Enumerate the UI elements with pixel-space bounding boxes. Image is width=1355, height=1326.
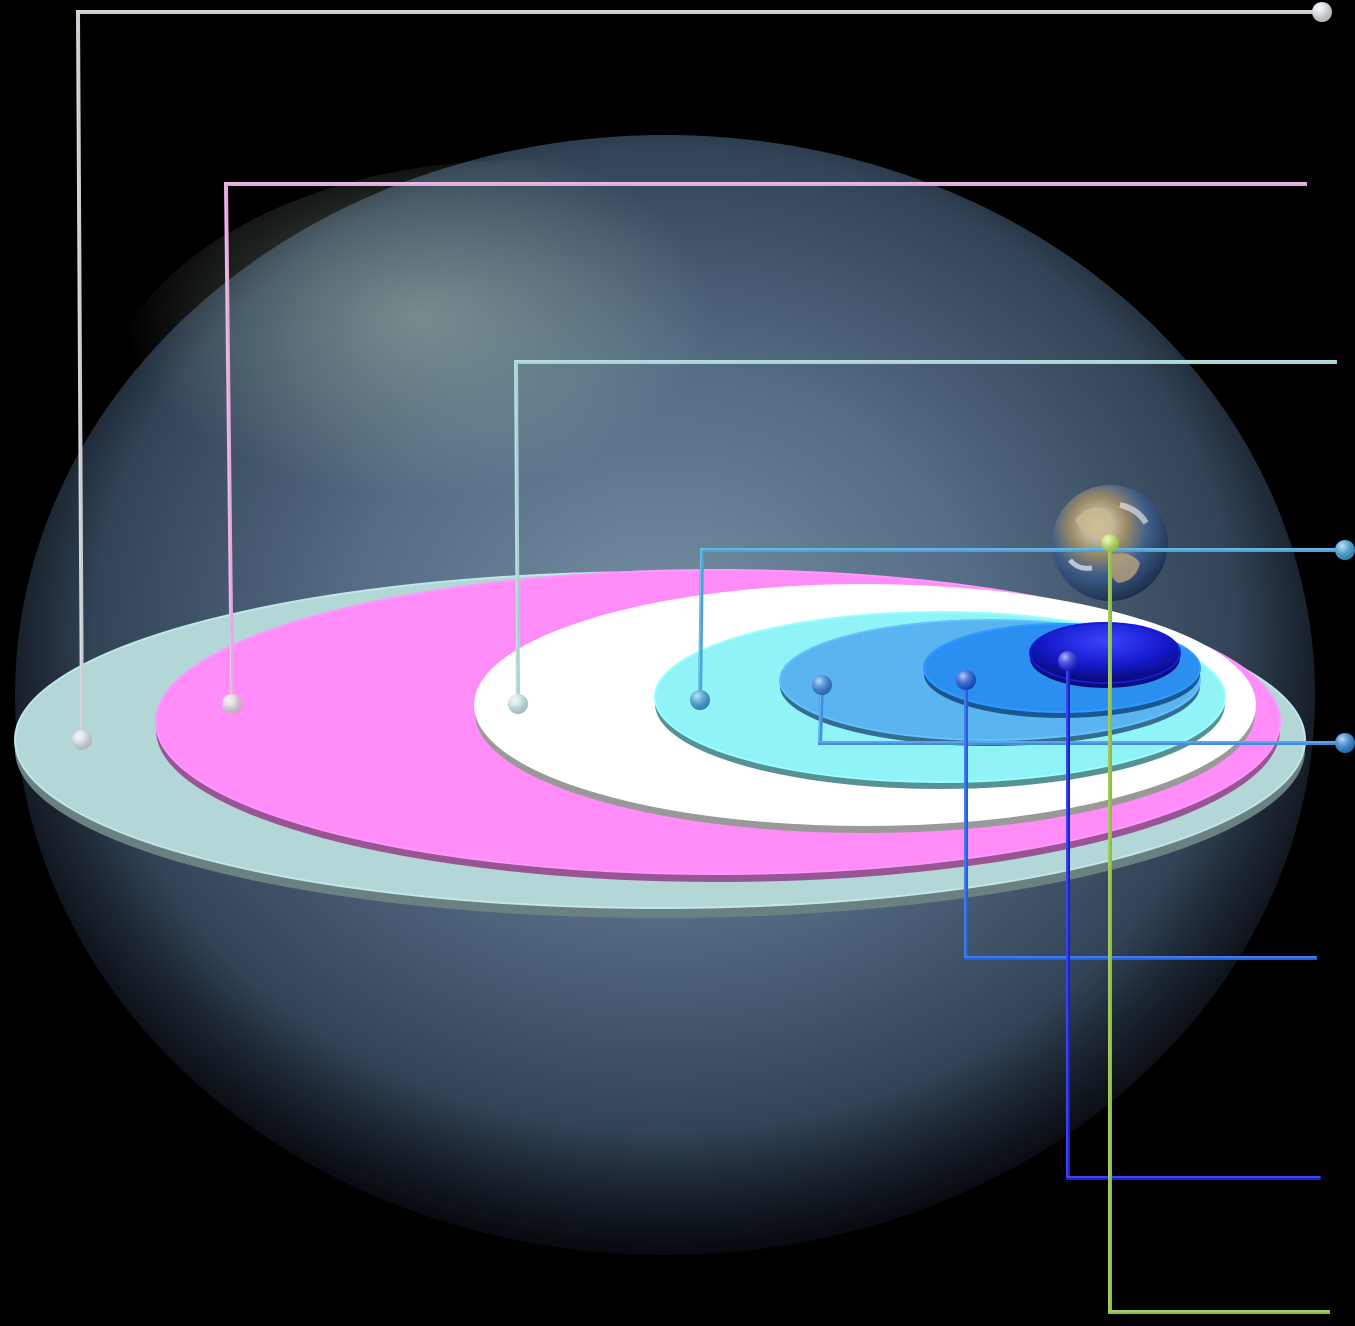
outer-halo-disk-leader-line bbox=[75, 10, 1322, 741]
light-blue-disk-leader-line bbox=[817, 684, 1345, 745]
white-disk-leader-line bbox=[513, 360, 1337, 705]
light-blue-disk-leader bbox=[812, 675, 1355, 753]
dark-blue-disk-leader bbox=[1058, 651, 1321, 1180]
white-disk-leader bbox=[508, 360, 1337, 714]
outer-halo-disk-leader bbox=[72, 2, 1332, 750]
leader-lines bbox=[72, 2, 1355, 1314]
cyan-disk-leader bbox=[690, 540, 1355, 710]
blue-disk-leader bbox=[956, 670, 1317, 960]
cyan-disk-leader-line bbox=[698, 548, 1345, 701]
dark-blue-disk-surface bbox=[1029, 622, 1181, 684]
pink-disk-leader bbox=[222, 182, 1307, 714]
earth-marker-leader-line bbox=[1108, 543, 1330, 1314]
disk-layers bbox=[14, 569, 1306, 918]
pink-disk-leader-line bbox=[223, 182, 1307, 705]
dark-blue-disk bbox=[1029, 622, 1181, 688]
dark-blue-disk-leader-line bbox=[1066, 661, 1321, 1180]
earth-marker-leader bbox=[1101, 534, 1330, 1314]
blue-disk-leader-line bbox=[964, 680, 1317, 960]
